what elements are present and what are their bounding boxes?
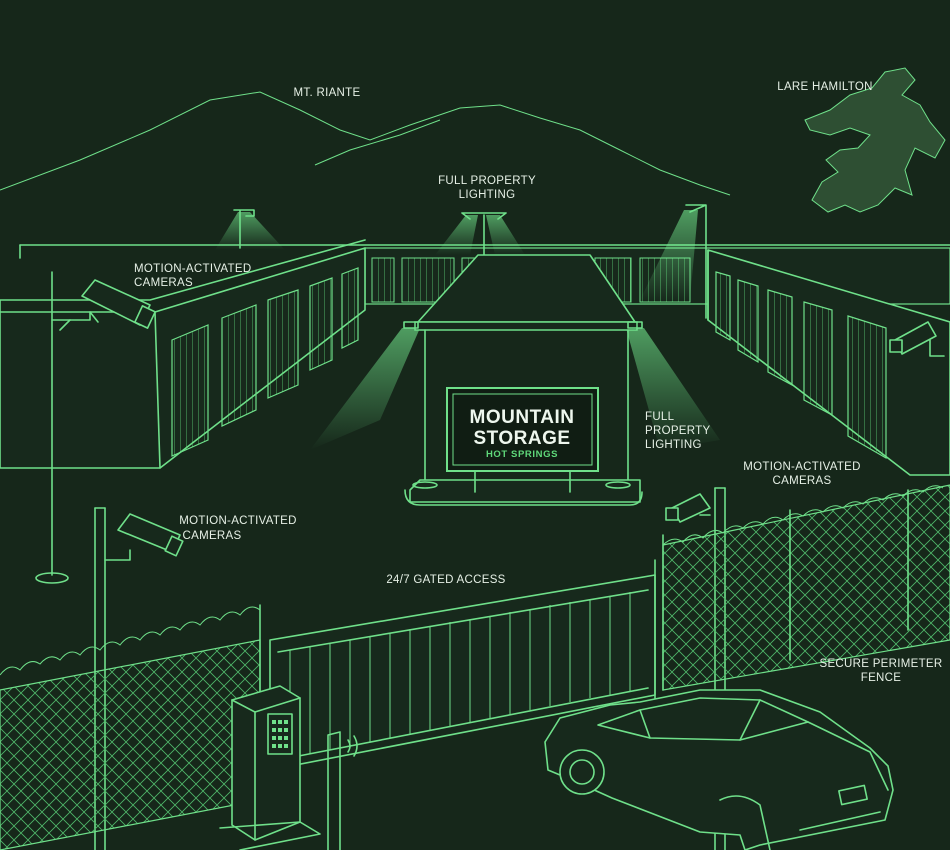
annotation-labels: MT. RIANTE LARE HAMILTON FULL PROPERTY L… (134, 81, 942, 684)
right-storage-building (707, 249, 950, 476)
lake-hamilton-shape (804, 67, 946, 213)
car-icon (544, 689, 894, 850)
sign-subtitle: HOT SPRINGS (486, 449, 558, 460)
perimeter-fence-right (662, 484, 950, 691)
mountain-range (0, 91, 731, 196)
perimeter-fence-left (0, 604, 261, 850)
camera-right-label-line-1: MOTION-ACTIVATED (743, 461, 860, 473)
light-poles (233, 204, 707, 319)
sign-line-2: STORAGE (473, 428, 570, 449)
mountain-storage-sign: MOUNTAIN STORAGE HOT SPRINGS (446, 387, 599, 493)
lighting-mid-label-line-1: FULL (645, 411, 675, 423)
fence-label-line-1: SECURE PERIMETER (819, 658, 942, 670)
camera-right-label-line-2: CAMERAS (773, 475, 832, 487)
camera-icon-right-building (889, 321, 945, 357)
left-storage-building (0, 239, 366, 469)
fence-label-line-2: FENCE (861, 672, 902, 684)
camera-top-left-label-line-2: CAMERAS (134, 277, 193, 289)
keypad-kiosk (219, 685, 321, 850)
lake-label: LARE HAMILTON (777, 81, 873, 93)
lighting-top-label-line-2: LIGHTING (459, 189, 516, 201)
camera-icon-top-left (81, 279, 156, 329)
office-canopy (403, 254, 643, 506)
mountain-label: MT. RIANTE (294, 87, 361, 99)
lighting-mid-label-line-2: PROPERTY (645, 425, 710, 437)
lighting-top-label-line-1: FULL PROPERTY (438, 175, 536, 187)
camera-top-left-label-line-1: MOTION-ACTIVATED (134, 263, 251, 275)
camera-lower-left-label-line-1: MOTION-ACTIVATED (179, 515, 296, 527)
gate-label: 24/7 GATED ACCESS (386, 574, 505, 586)
sign-line-1: MOUNTAIN (470, 407, 575, 428)
camera-icon-right-pole (665, 493, 711, 523)
camera-pole-left (35, 271, 91, 584)
gate-sensor-post (327, 731, 358, 850)
lighting-mid-label-line-3: LIGHTING (645, 439, 702, 451)
light-beams (215, 210, 720, 450)
camera-lower-left-label-line-2: CAMERAS (183, 530, 242, 542)
camera-icon-lower-left (117, 513, 184, 557)
